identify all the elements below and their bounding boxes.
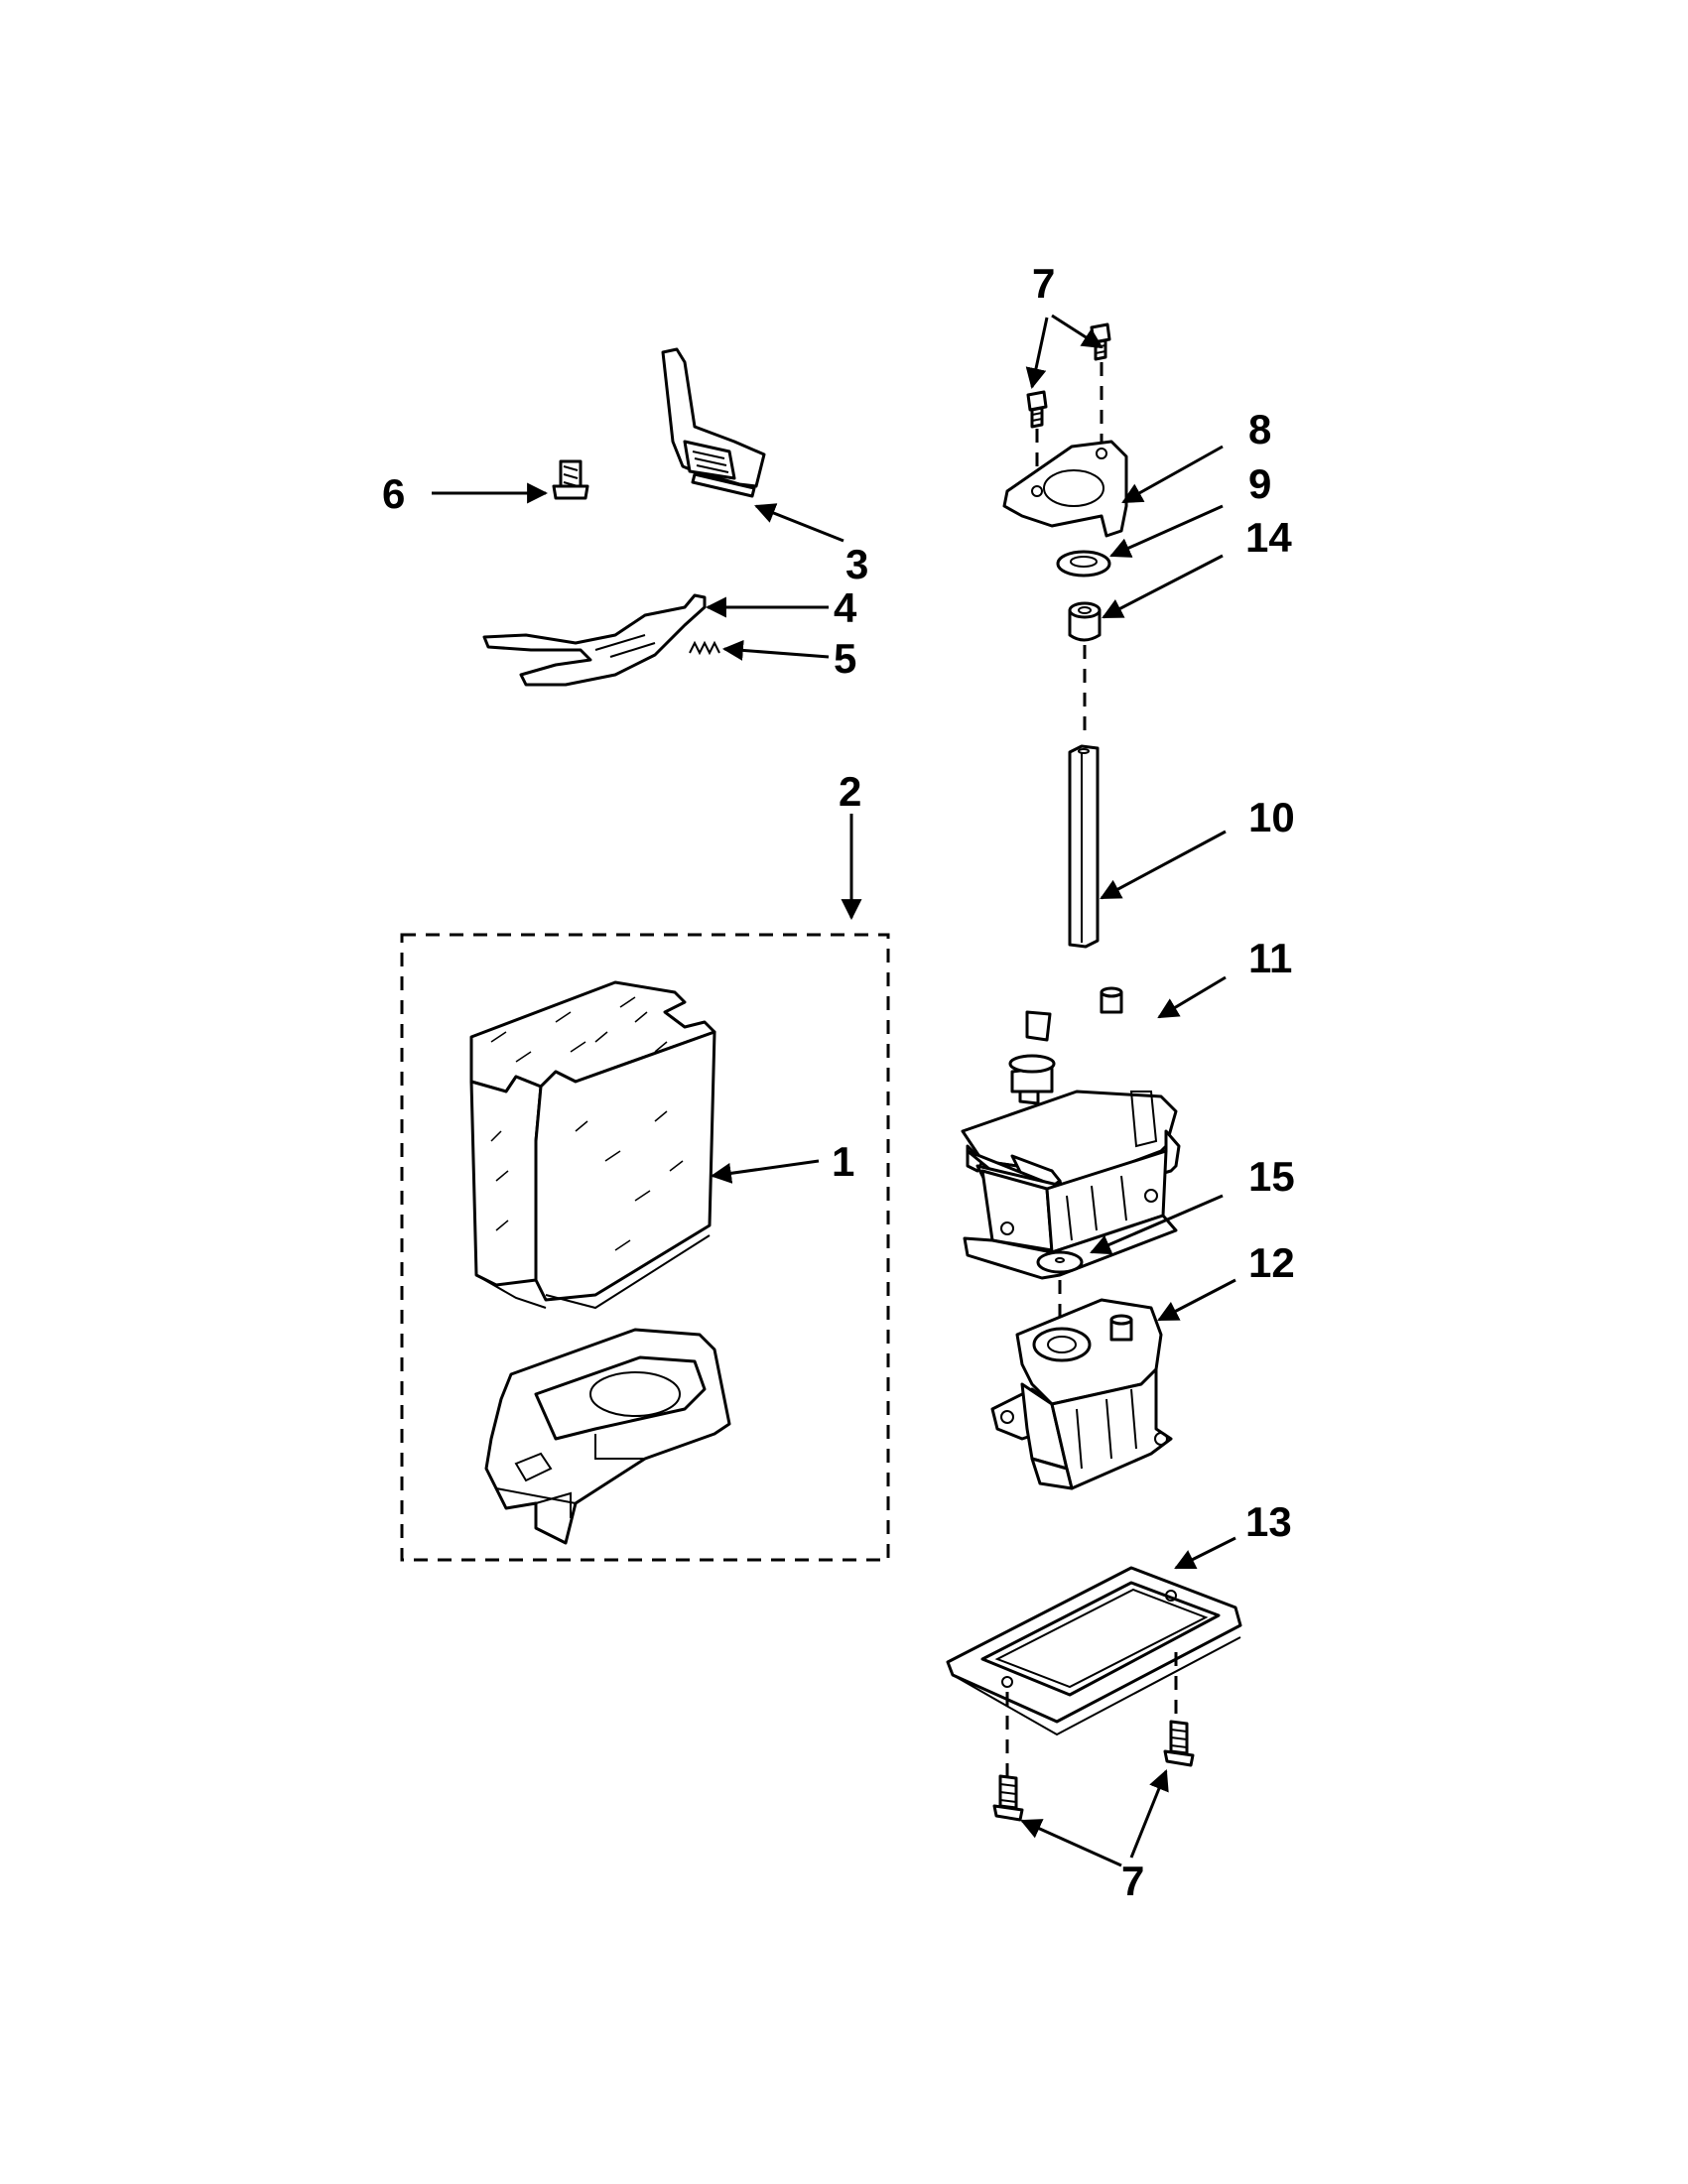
part-2-auger-housing — [484, 1328, 731, 1545]
callout-6: 6 — [382, 470, 405, 517]
callout-7-top: 7 — [1032, 260, 1055, 307]
leader-9 — [1109, 504, 1224, 558]
leader-10 — [1100, 830, 1227, 900]
callout-8: 8 — [1248, 406, 1271, 452]
part-4-lever — [482, 593, 707, 687]
leader-14 — [1102, 554, 1224, 619]
callout-12: 12 — [1248, 1239, 1295, 1286]
callout-9: 9 — [1248, 460, 1271, 507]
part-7-screw-bottom-left — [992, 1774, 1024, 1822]
leader-13 — [1174, 1536, 1236, 1570]
part-12-gearbox — [990, 1298, 1173, 1490]
leader-7-bottom-b — [1129, 1769, 1169, 1859]
callout-7-bottom: 7 — [1121, 1858, 1144, 1904]
leader-7-top-b — [1051, 314, 1104, 349]
callout-4: 4 — [834, 584, 857, 631]
part-1-ice-container — [469, 980, 716, 1310]
leader-5 — [721, 639, 830, 661]
part-14-bushing — [1068, 601, 1102, 642]
leader-7-top-a — [1025, 317, 1049, 390]
callout-3: 3 — [845, 541, 868, 587]
leader-1 — [710, 1159, 820, 1184]
part-15-disc — [1036, 1250, 1084, 1274]
part-6-screw — [552, 459, 589, 500]
callout-13: 13 — [1245, 1498, 1292, 1545]
leader-11 — [1157, 975, 1227, 1019]
part-7-screw-bottom-right — [1163, 1720, 1195, 1767]
callout-2: 2 — [839, 768, 861, 815]
callout-14: 14 — [1245, 514, 1292, 561]
leader-7-bottom-a — [1020, 1819, 1122, 1867]
callout-1: 1 — [832, 1138, 854, 1185]
part-3-bracket — [661, 347, 766, 498]
callout-11: 11 — [1248, 935, 1292, 981]
assembly-2-dashed-outline — [400, 933, 890, 1562]
leader-8 — [1121, 445, 1224, 504]
part-10-hex-shaft — [1068, 744, 1100, 949]
part-7-screw-top-left — [1026, 390, 1048, 429]
part-9-washer — [1056, 550, 1111, 578]
leader-3 — [754, 503, 844, 543]
part-13-mounting-plate — [946, 1566, 1242, 1736]
part-5-spring — [689, 640, 720, 656]
part-8-bearing-bracket — [1002, 440, 1128, 538]
callout-10: 10 — [1248, 794, 1295, 840]
callout-5: 5 — [834, 635, 856, 682]
callout-15: 15 — [1248, 1153, 1295, 1200]
part-11-motor-housing — [961, 986, 1181, 1280]
leader-15 — [1090, 1194, 1224, 1255]
leader-12 — [1157, 1278, 1236, 1322]
